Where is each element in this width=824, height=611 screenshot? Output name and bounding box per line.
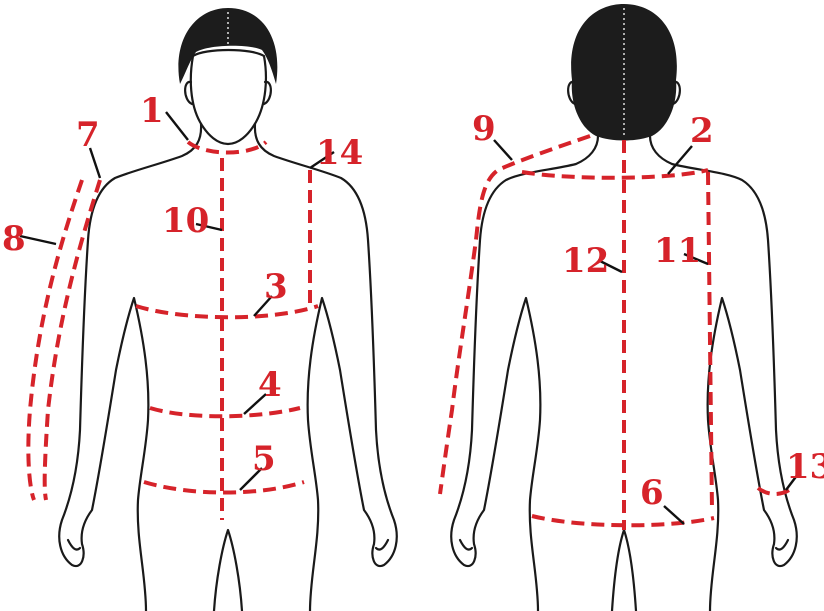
front-body-outline (59, 124, 201, 611)
front-legs (214, 530, 242, 611)
label-6: 6 (640, 473, 664, 513)
front-figure (59, 8, 397, 611)
back-body-outline-right (650, 136, 797, 611)
label-10: 10 (162, 201, 209, 241)
measure-sleeve-outer (45, 180, 100, 500)
label-8: 8 (2, 219, 26, 259)
leader-6 (664, 506, 684, 524)
label-7: 7 (76, 115, 100, 155)
label-12: 12 (562, 241, 609, 281)
leader-2 (668, 146, 692, 174)
label-4: 4 (258, 365, 282, 405)
front-left-hand-thumb (68, 540, 80, 550)
leader-1 (166, 112, 188, 140)
back-right-hand-thumb (776, 540, 788, 550)
label-5: 5 (252, 439, 276, 479)
measure-back-armhole (708, 172, 712, 510)
back-body-outline (451, 136, 598, 611)
back-leaders (494, 140, 798, 524)
measure-shoulder-to-wrist (440, 136, 590, 494)
back-left-hand-thumb (460, 540, 472, 550)
leader-9 (494, 140, 512, 160)
measure-back-shoulder (522, 170, 708, 178)
front-right-hand-thumb (376, 540, 388, 550)
label-9: 9 (472, 109, 496, 149)
label-11: 11 (654, 231, 701, 271)
label-1: 1 (140, 91, 164, 131)
measure-sleeve-inner (28, 180, 82, 500)
label-3: 3 (264, 267, 288, 307)
measure-waist (150, 408, 300, 416)
back-legs (612, 530, 636, 611)
label-14: 14 (316, 133, 363, 173)
measure-chest (136, 306, 318, 317)
label-2: 2 (690, 111, 714, 151)
label-13: 13 (786, 447, 824, 487)
